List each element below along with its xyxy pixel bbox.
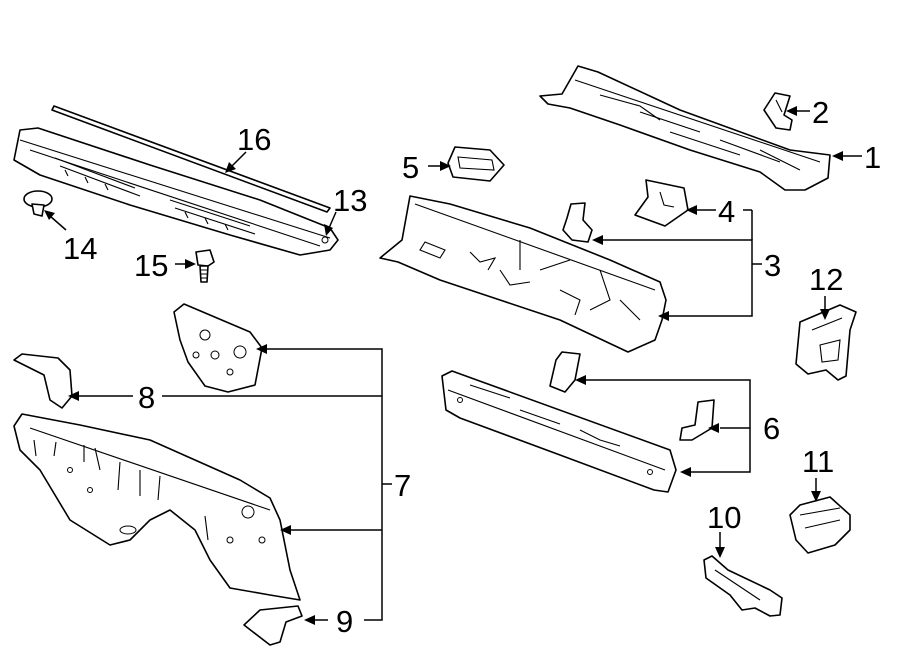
callout-3: 3 bbox=[764, 248, 781, 283]
callout-4: 4 bbox=[718, 194, 735, 229]
part-15-screw bbox=[195, 249, 215, 283]
arrow-15 bbox=[185, 259, 196, 269]
part-13-cowl-grille bbox=[13, 127, 339, 256]
callout-11: 11 bbox=[802, 444, 834, 479]
arrow-16 bbox=[225, 162, 236, 173]
part-12-bracket bbox=[795, 304, 857, 381]
arrow-11 bbox=[811, 491, 821, 502]
callout-6: 6 bbox=[763, 411, 780, 446]
arrow-14 bbox=[44, 210, 55, 220]
arrow-1 bbox=[832, 151, 843, 161]
part-1-upper-cowl-panel bbox=[539, 65, 831, 191]
arrow-6-c bbox=[708, 423, 719, 433]
arrow-5 bbox=[440, 161, 451, 171]
part-4-bracket-left bbox=[562, 202, 593, 243]
part-4-bracket-right bbox=[634, 179, 689, 227]
callout-5: 5 bbox=[402, 150, 419, 185]
part-11-bracket bbox=[789, 496, 851, 554]
arrow-13 bbox=[324, 224, 333, 236]
callout-12: 12 bbox=[809, 262, 843, 297]
part-7-upper-bracket bbox=[173, 303, 263, 393]
arrow-3-b bbox=[658, 311, 669, 321]
arrow-10 bbox=[715, 547, 725, 558]
callout-2: 2 bbox=[812, 95, 829, 130]
callout-9: 9 bbox=[336, 604, 353, 639]
callout-7: 7 bbox=[394, 468, 411, 503]
callout-16: 16 bbox=[237, 122, 271, 157]
part-7-dash-panel bbox=[13, 413, 301, 601]
arrow-8 bbox=[68, 391, 79, 401]
arrow-3-a bbox=[592, 235, 603, 245]
leaders bbox=[44, 106, 862, 625]
callout-14: 14 bbox=[63, 231, 97, 266]
arrow-7-a bbox=[256, 344, 267, 354]
part-16-weatherstrip bbox=[51, 105, 331, 213]
arrow-6-a bbox=[575, 375, 586, 385]
callout-15: 15 bbox=[134, 248, 168, 283]
part-6-bracket-upper bbox=[549, 351, 581, 393]
part-3-dash-panel bbox=[379, 195, 667, 353]
callout-labels: 1 2 3 4 5 6 7 8 9 10 11 12 13 14 15 16 bbox=[63, 95, 881, 639]
part-5-seal bbox=[447, 146, 505, 182]
part-10-brace bbox=[703, 555, 783, 617]
arrow-4 bbox=[686, 205, 697, 215]
arrow-6-b bbox=[680, 467, 691, 477]
part-6-bracket-lower bbox=[679, 399, 715, 441]
part-14-push-clip bbox=[23, 190, 53, 217]
arrow-7-b bbox=[280, 525, 291, 535]
part-2-bracket bbox=[763, 92, 793, 131]
callout-1: 1 bbox=[864, 140, 881, 175]
part-6-cross-member bbox=[441, 370, 677, 493]
callout-10: 10 bbox=[707, 500, 741, 535]
callout-8: 8 bbox=[138, 380, 155, 415]
arrow-12 bbox=[820, 309, 830, 320]
callout-13: 13 bbox=[333, 183, 367, 218]
arrow-9 bbox=[304, 615, 315, 625]
part-9-bracket bbox=[243, 605, 303, 646]
part-8-bracket bbox=[13, 353, 73, 409]
arrow-2 bbox=[786, 106, 797, 116]
